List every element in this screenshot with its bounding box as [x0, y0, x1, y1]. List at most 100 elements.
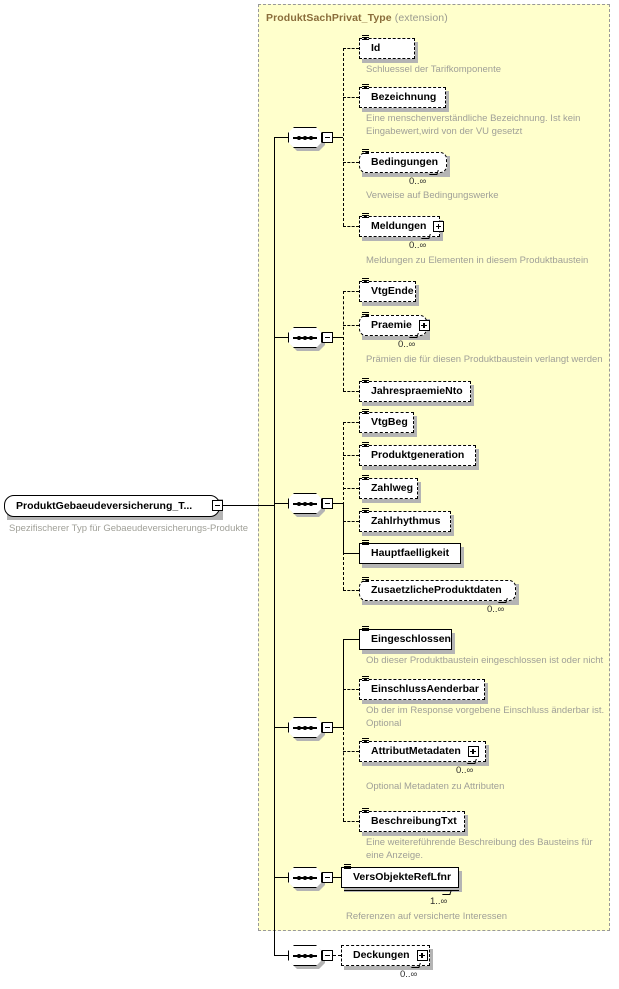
- element-box-eingeschlossen[interactable]: Eingeschlossen: [359, 626, 452, 650]
- sequence-compositor-6[interactable]: [288, 945, 325, 969]
- extension-kind-label: (extension): [394, 12, 448, 24]
- sequence-marker-icon: [362, 213, 369, 220]
- seq1-branch-bedingungen: [343, 162, 359, 163]
- seq4-branch-spine-solid: [343, 639, 344, 728]
- element-box-id[interactable]: Id: [359, 35, 415, 59]
- repeat-indicator-deckungen: [412, 963, 421, 969]
- element-box-attributmetadaten[interactable]: AttributMetadaten: [359, 738, 486, 762]
- occurrence-versobjekterefllfnr: 1..∞: [430, 896, 448, 907]
- element-label-zusaetzlicheproduktdaten: ZusaetzlicheProduktdaten: [371, 584, 502, 597]
- element-box-meldungen[interactable]: Meldungen: [359, 213, 445, 237]
- seq4-stub-line: [274, 727, 288, 728]
- repeat-indicator-praemie: [410, 333, 419, 339]
- seq3-branch-hauptfaelligkeit: [343, 553, 359, 554]
- sequence-compositor-5[interactable]: [288, 867, 325, 891]
- seq6-stub-line: [274, 955, 288, 956]
- expand-plus-icon-meldungen[interactable]: [433, 221, 445, 232]
- occurrence-deckungen: 0..∞: [400, 969, 418, 980]
- sequence-marker-icon: [362, 84, 369, 91]
- expand-plus-icon-deckungen[interactable]: [416, 950, 428, 961]
- element-box-beschreibungtxt[interactable]: BeschreibungTxt: [359, 808, 465, 832]
- expand-plus-icon-attributmetadaten[interactable]: [467, 746, 479, 757]
- sequence-marker-icon: [362, 540, 369, 547]
- root-connector-line: [223, 505, 274, 506]
- repeat-indicator-meldungen: [422, 234, 431, 240]
- sequence-compositor-3[interactable]: [288, 493, 325, 517]
- element-label-beschreibungtxt: BeschreibungTxt: [371, 815, 457, 828]
- seq4-collapse-minus-icon[interactable]: [322, 722, 333, 733]
- element-box-zusaetzlicheproduktdaten[interactable]: ZusaetzlicheProduktdaten: [359, 577, 516, 601]
- element-box-einschlussaenderbar[interactable]: EinschlussAenderbar: [359, 676, 485, 700]
- expand-plus-icon-praemie[interactable]: [418, 320, 430, 331]
- seq2-branch-jahrespraemiento: [343, 391, 359, 392]
- seq3-collapse-minus-icon[interactable]: [322, 498, 333, 509]
- repeat-double-edge-versobjekterefllfnr: [344, 890, 459, 892]
- element-box-hauptfaelligkeit[interactable]: Hauptfaelligkeit: [359, 540, 461, 564]
- element-box-jahrespraemiento[interactable]: JahrespraemieNto: [359, 378, 471, 402]
- seq4-branch-eingeschlossen: [343, 639, 359, 640]
- seq4-out-line: [333, 727, 343, 728]
- element-annotation-praemie: Prämien die für diesen Produktbaustein v…: [366, 354, 603, 365]
- element-label-produktgeneration: Produktgeneration: [371, 449, 465, 462]
- element-label-vtgende: VtgEnde: [371, 285, 414, 298]
- seq5-collapse-minus-icon[interactable]: [322, 872, 333, 883]
- element-box-vtgende[interactable]: VtgEnde: [359, 278, 416, 302]
- root-element-label: ProduktGebaeudeversicherung_T...: [16, 499, 193, 512]
- element-box-vtgbeg[interactable]: VtgBeg: [359, 409, 414, 433]
- sequence-marker-icon: [362, 738, 369, 745]
- element-label-bezeichnung: Bezeichnung: [371, 91, 437, 104]
- extension-title: ProduktSachPrivat_Type (extension): [266, 12, 448, 24]
- occurrence-zusaetzlicheproduktdaten: 0..∞: [487, 604, 505, 615]
- seq3-branch-produktgeneration: [343, 455, 359, 456]
- element-annotation-beschreibungtxt: Eine weitereführende Beschreibung des Ba…: [366, 837, 593, 861]
- seq6-out-line: [333, 955, 341, 956]
- element-label-attributmetadaten: AttributMetadaten: [371, 745, 461, 758]
- element-box-bedingungen[interactable]: Bedingungen: [359, 149, 447, 173]
- seq3-branch-zusaetzlicheproduktdaten: [343, 590, 359, 591]
- occurrence-praemie: 0..∞: [398, 339, 416, 350]
- element-annotation-eingeschlossen: Ob dieser Produktbaustein eingeschlossen…: [366, 655, 604, 666]
- element-box-versobjekterefllfnr[interactable]: VersObjekteRefLfnr: [341, 864, 459, 888]
- element-box-deckungen[interactable]: Deckungen: [341, 945, 430, 966]
- sequence-marker-icon: [362, 149, 369, 156]
- element-label-eingeschlossen: Eingeschlossen: [371, 633, 451, 646]
- element-box-produktgeneration[interactable]: Produktgeneration: [359, 442, 476, 466]
- seq5-stub-line: [274, 877, 288, 878]
- occurrence-meldungen: 0..∞: [409, 240, 427, 251]
- occurrence-attributmetadaten: 0..∞: [456, 765, 474, 776]
- sequence-compositor-1[interactable]: [288, 127, 325, 151]
- element-box-zahlweg[interactable]: Zahlweg: [359, 475, 418, 499]
- seq1-stub-line: [274, 137, 288, 138]
- sequence-marker-icon: [362, 626, 369, 633]
- occurrence-bedingungen: 0..∞: [409, 176, 427, 187]
- root-collapse-minus-icon[interactable]: [212, 500, 223, 511]
- element-label-bedingungen: Bedingungen: [371, 156, 439, 169]
- seq6-collapse-minus-icon[interactable]: [322, 950, 333, 961]
- sequence-compositor-2[interactable]: [288, 327, 325, 351]
- element-box-zahlrhythmus[interactable]: Zahlrhythmus: [359, 508, 451, 532]
- root-annotation: Spezifischerer Typ für Gebaeudeversicher…: [9, 523, 249, 534]
- repeat-indicator-versobjekterefllfnr: [443, 890, 452, 896]
- seq4-branch-attributmetadaten: [343, 751, 359, 752]
- repeat-indicator-zusaetzlicheproduktdaten: [499, 598, 508, 604]
- sequence-marker-icon: [362, 442, 369, 449]
- sequence-marker-icon: [362, 508, 369, 515]
- seq5-out-line: [333, 877, 341, 878]
- element-box-praemie[interactable]: Praemie: [359, 312, 430, 336]
- element-annotation-versobjekterefllfnr: Referenzen auf versicherte Interessen: [346, 911, 508, 922]
- element-box-bezeichnung[interactable]: Bezeichnung: [359, 84, 446, 108]
- root-element-box[interactable]: ProduktGebaeudeversicherung_T...: [4, 495, 220, 517]
- sequence-marker-icon: [362, 808, 369, 815]
- seq4-branch-spine: [343, 727, 344, 821]
- repeat-indicator-attributmetadaten: [468, 759, 477, 765]
- element-annotation-attributmetadaten: Optional Metadaten zu Attributen: [366, 781, 505, 792]
- seq4-branch-beschreibungtxt: [343, 821, 359, 822]
- sequence-compositor-4[interactable]: [288, 717, 325, 741]
- seq3-branch-spine-solid: [343, 503, 344, 553]
- seq2-collapse-minus-icon[interactable]: [322, 332, 333, 343]
- seq1-branch-spine: [343, 48, 344, 226]
- seq1-collapse-minus-icon[interactable]: [322, 132, 333, 143]
- element-label-hauptfaelligkeit: Hauptfaelligkeit: [371, 547, 450, 560]
- element-label-zahlrhythmus: Zahlrhythmus: [371, 515, 441, 528]
